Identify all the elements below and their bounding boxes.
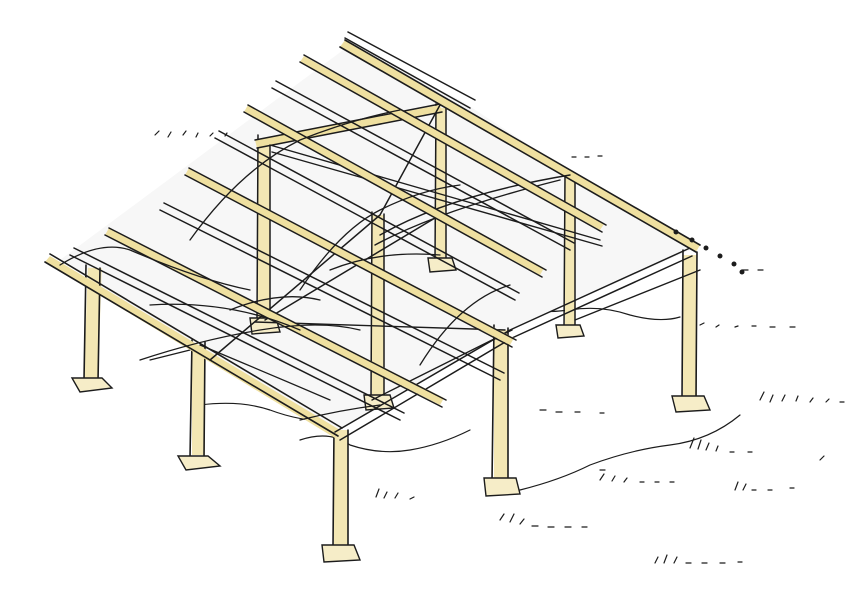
beams <box>44 39 701 441</box>
rafters <box>69 31 607 421</box>
purlins <box>59 109 511 421</box>
rafter-ends <box>673 229 745 275</box>
posts <box>70 103 712 563</box>
